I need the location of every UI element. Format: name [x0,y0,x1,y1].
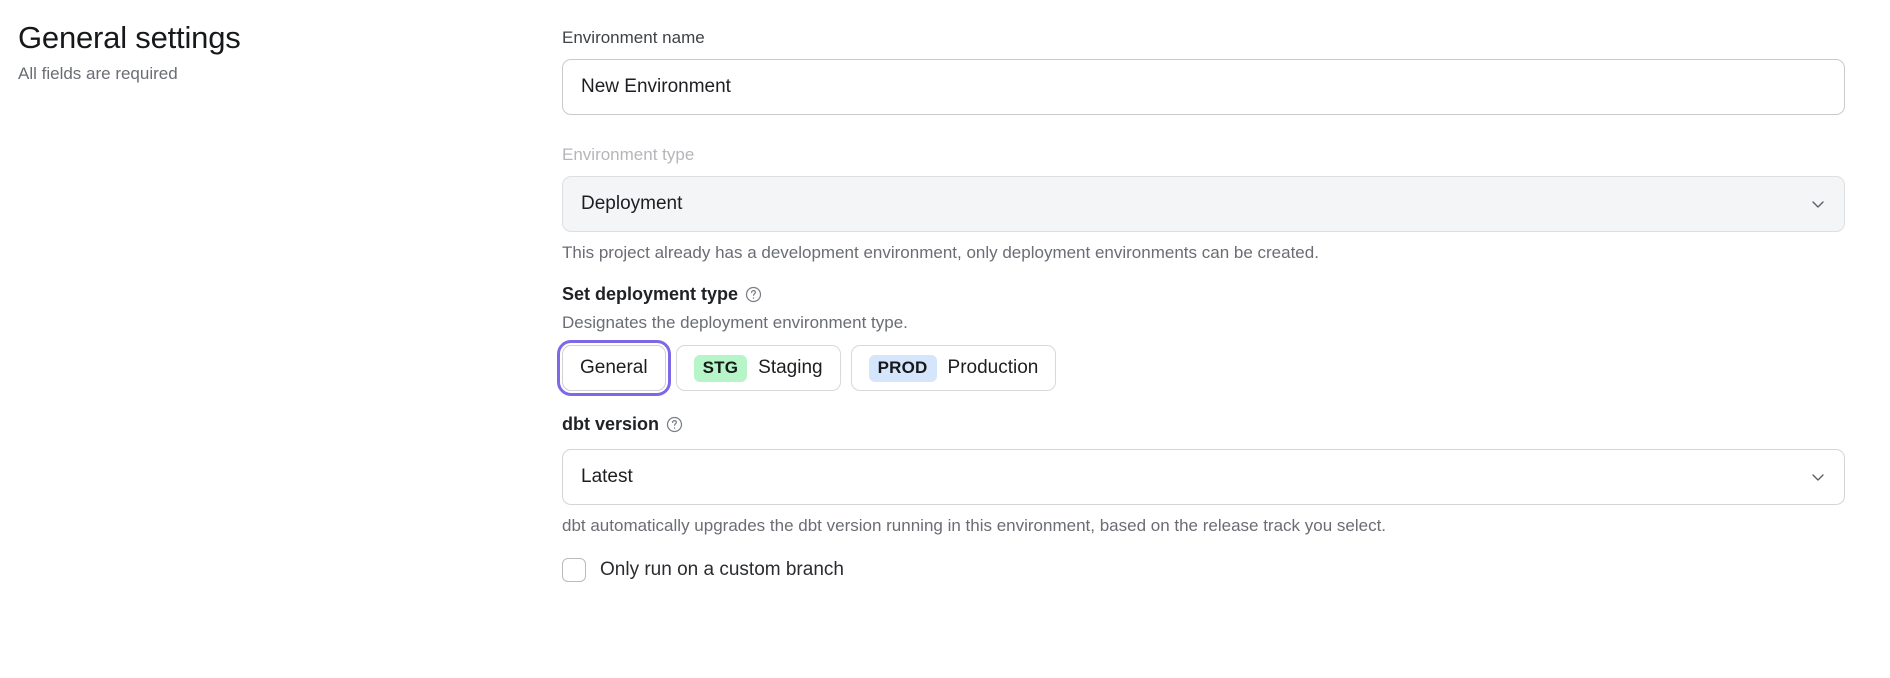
environment-name-input[interactable]: New Environment [562,59,1845,115]
deployment-type-option-general[interactable]: General [557,340,671,396]
environment-name-value: New Environment [581,76,731,97]
dbt-version-helper: dbt automatically upgrades the dbt versi… [562,516,1387,535]
deployment-type-label: Set deployment type [562,284,739,304]
deployment-type-options: General STG Staging PROD Production [557,340,1845,396]
dbt-version-value: Latest [581,466,633,487]
chevron-down-icon [1810,196,1826,212]
environment-type-helper: This project already has a development e… [562,243,1319,262]
production-badge: PROD [868,354,937,382]
page-subtitle: All fields are required [18,64,178,83]
deployment-type-field: Set deployment type Designates the deplo… [557,281,1845,396]
custom-branch-row[interactable]: Only run on a custom branch [562,558,1845,582]
page-title: General settings [18,20,241,55]
dbt-version-label: dbt version [562,414,660,434]
question-circle-icon[interactable] [745,286,762,303]
deployment-type-option-staging[interactable]: STG Staging [675,345,841,391]
settings-section-header: General settings All fields are required [18,18,518,86]
environment-type-value: Deployment [581,193,683,214]
custom-branch-checkbox[interactable] [562,558,586,582]
staging-badge: STG [693,354,748,382]
deployment-type-option-staging-label: Staging [758,357,823,378]
environment-type-label: Environment type [562,145,695,164]
environment-type-field: Environment type Deployment This project… [562,143,1845,265]
deployment-type-description: Designates the deployment environment ty… [562,313,908,332]
dbt-version-select[interactable]: Latest [562,449,1845,505]
environment-name-label: Environment name [562,28,705,47]
settings-form: Environment name New Environment Environ… [557,26,1845,582]
deployment-type-label-row: Set deployment type [562,281,1845,307]
deployment-type-option-production-label: Production [947,357,1039,378]
deployment-type-option-production[interactable]: PROD Production [850,345,1057,391]
environment-type-select[interactable]: Deployment [562,176,1845,232]
chevron-down-icon [1810,469,1826,485]
custom-branch-label: Only run on a custom branch [600,559,844,580]
question-circle-icon[interactable] [666,416,683,433]
deployment-type-option-general-label: General [580,357,648,378]
dbt-version-field: dbt version Latest dbt automatically upg… [562,411,1845,538]
dbt-version-label-row: dbt version [562,411,1845,437]
environment-name-field: Environment name New Environment [562,26,1845,115]
